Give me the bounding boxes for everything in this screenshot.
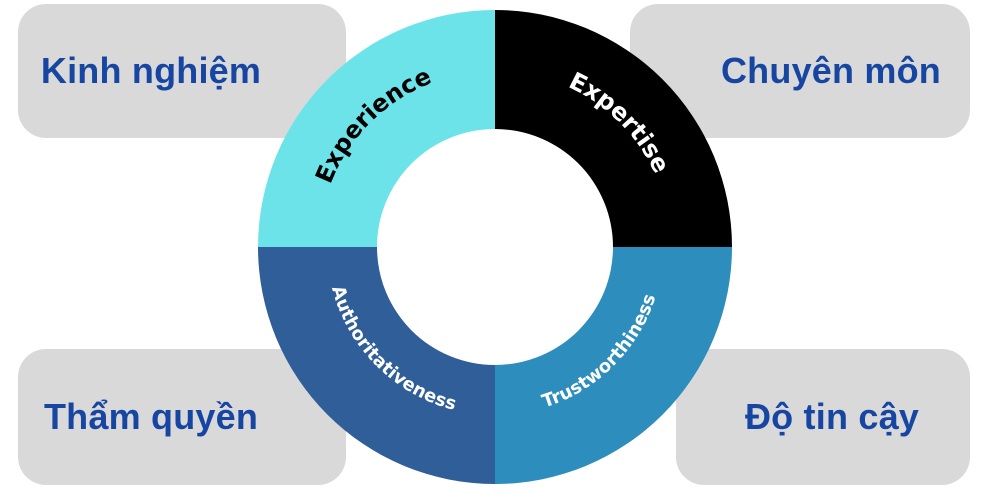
pill-trustworthiness-vi-label: Độ tin cậy <box>744 396 920 437</box>
pill-experience-vi-label: Kinh nghiệm <box>40 50 262 91</box>
segment-experience <box>258 10 495 247</box>
segment-trustworthiness <box>495 247 732 484</box>
pill-trustworthiness-vi: Độ tin cậy <box>676 349 970 485</box>
segment-authoritativeness <box>258 247 495 484</box>
pill-expertise-vi-label: Chuyên môn <box>720 50 941 91</box>
pill-authoritativeness-vi-label: Thẩm quyền <box>43 396 259 437</box>
pill-authoritativeness-vi: Thẩm quyền <box>18 349 346 485</box>
pill-experience-vi: Kinh nghiệm <box>18 4 346 138</box>
segment-expertise <box>495 10 732 247</box>
